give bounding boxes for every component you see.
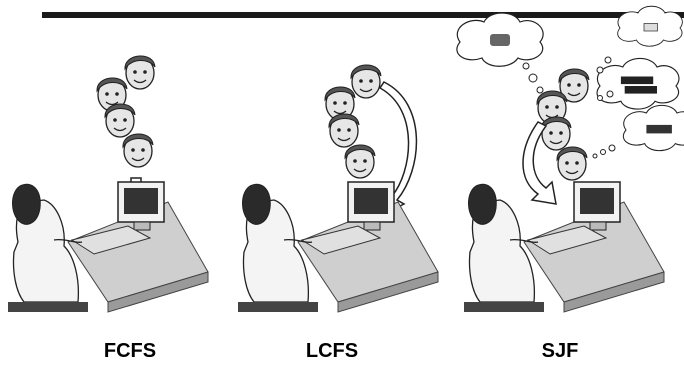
face-icon	[105, 104, 135, 137]
caption-fcfs: FCFS	[70, 340, 190, 363]
thought-cloud-icon	[457, 13, 543, 66]
woman-at-computer-icon	[464, 182, 664, 312]
queue-faces-fcfs	[97, 56, 155, 167]
panel-fcfs	[8, 56, 208, 312]
thought-cloud-icon	[618, 6, 683, 46]
woman-at-computer-icon	[238, 182, 438, 312]
panel-sjf	[457, 6, 684, 312]
face-icon	[345, 145, 375, 178]
thought-cloud-icon	[623, 105, 684, 150]
face-icon	[329, 114, 359, 147]
thought-cloud-icon	[597, 58, 679, 109]
queue-faces-sjf	[537, 69, 589, 180]
woman-at-computer-icon	[8, 182, 208, 312]
face-icon	[351, 65, 381, 98]
face-icon	[541, 117, 571, 150]
queue-faces-lcfs	[325, 65, 381, 178]
face-icon	[557, 147, 587, 180]
face-icon	[123, 134, 153, 167]
caption-sjf: SJF	[500, 340, 620, 363]
caption-lcfs: LCFS	[272, 340, 392, 363]
panel-lcfs	[238, 65, 438, 312]
face-icon	[125, 56, 155, 89]
top-bar	[42, 12, 684, 18]
